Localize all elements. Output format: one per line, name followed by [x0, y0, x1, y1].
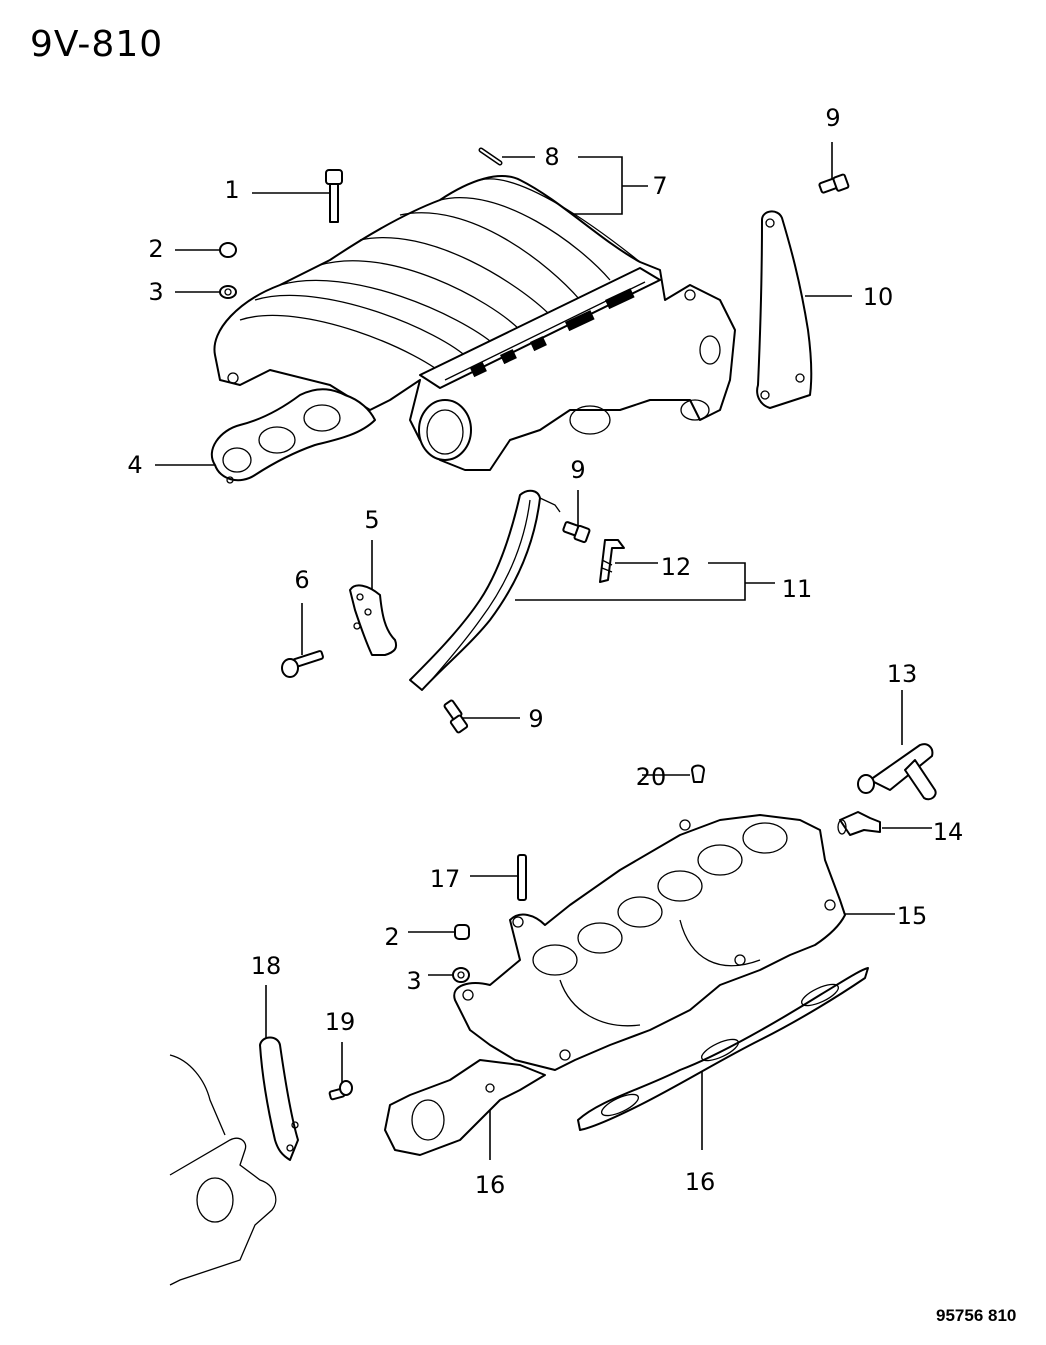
callout-2a: 2: [148, 235, 164, 263]
part-bolt-9c: [443, 699, 469, 734]
part-cable-bracket-11: [409, 489, 561, 691]
callout-9c: 9: [528, 705, 544, 733]
callout-16b: 16: [684, 1168, 716, 1196]
callout-18: 18: [250, 952, 282, 980]
part-nut-2a: [219, 242, 237, 258]
part-bolt-9a: [818, 173, 850, 194]
part-gasket-16a: [384, 1059, 546, 1156]
part-intake-plenum-7: [213, 175, 736, 471]
part-bolt-19: [328, 1080, 353, 1101]
callout-3a: 3: [148, 278, 164, 306]
part-intake-manifold-15: [453, 814, 846, 1071]
callout-11: 11: [781, 575, 813, 603]
leader-12-11-bracket: [515, 562, 746, 601]
callout-14: 14: [932, 818, 964, 846]
diagram-title: 9V-810: [30, 24, 164, 65]
part-clip-12: [599, 539, 625, 583]
callout-9b: 9: [570, 456, 586, 484]
figure-code: 95756 810: [936, 1306, 1017, 1325]
callout-13: 13: [886, 660, 918, 688]
callout-20: 20: [635, 763, 667, 791]
callout-10: 10: [862, 283, 894, 311]
part-gasket-16b: [577, 967, 869, 1131]
part-fitting-13: [857, 743, 937, 801]
callout-2b: 2: [384, 923, 400, 951]
leader-lines: [155, 142, 932, 1160]
part-bracket-5: [349, 584, 398, 656]
part-pin-8: [478, 147, 503, 166]
callout-4: 4: [127, 451, 143, 479]
part-bolt-9b: [562, 521, 591, 544]
part-nut-2b: [454, 924, 470, 940]
part-bracket-10: [756, 210, 813, 409]
part-gasket-4: [210, 388, 376, 484]
engine-block-fragment: [169, 1054, 277, 1286]
part-nut-3b: [452, 967, 470, 983]
part-bolt-6: [281, 650, 324, 678]
callout-1: 1: [224, 176, 240, 204]
callout-19: 19: [324, 1008, 356, 1036]
callout-16a: 16: [474, 1171, 506, 1199]
callout-15: 15: [896, 902, 928, 930]
part-nut-3a: [219, 285, 237, 299]
callout-17: 17: [429, 865, 461, 893]
part-bolt-1: [325, 169, 343, 223]
callout-5: 5: [364, 506, 380, 534]
callout-8: 8: [544, 143, 560, 171]
part-stud-17: [517, 854, 527, 901]
callout-6: 6: [294, 566, 310, 594]
callout-9a: 9: [825, 104, 841, 132]
callout-7: 7: [652, 172, 668, 200]
callout-3b: 3: [406, 967, 422, 995]
part-elbow-14: [837, 811, 881, 836]
part-plug-20: [691, 764, 705, 783]
part-bracket-18: [259, 1036, 299, 1161]
callout-12: 12: [660, 553, 692, 581]
